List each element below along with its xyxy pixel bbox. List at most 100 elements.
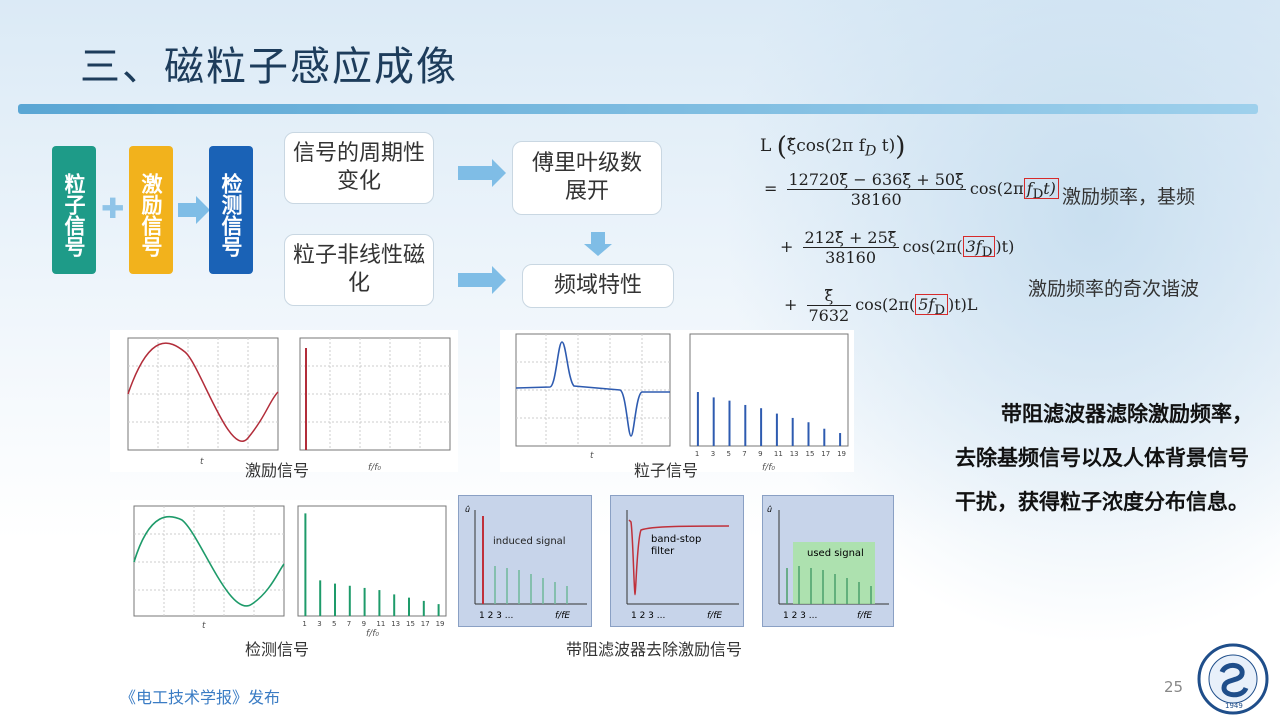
arrow-right-icon (458, 159, 506, 187)
particle-signal-box: 粒子信号 (52, 146, 96, 274)
time-axis-label: t (590, 451, 594, 461)
excitation-charts-svg: t f/f₀ (127, 337, 451, 473)
frequency-text: 频域特性 (553, 273, 642, 298)
freq-axis-label: f/f₀ (368, 463, 381, 472)
arrow-right-icon (458, 266, 506, 294)
nonlinear-box: 粒子非线性磁化 (284, 234, 434, 306)
eq-l3-f: 3f (965, 237, 982, 256)
time-grid (134, 506, 284, 616)
spectrum-tick-label: 1 (695, 450, 699, 458)
used-signal-label: used signal (807, 548, 864, 559)
band-stop-curve (628, 519, 730, 596)
eq-l2-f: f (1026, 179, 1033, 198)
eq-l2-highlight: fDt) (1023, 178, 1059, 203)
excitation-caption: 激励信号 (245, 461, 310, 480)
fundamental-note: 激励频率，基频 (1062, 186, 1196, 208)
spectrum-tick-label: 3 (317, 620, 321, 628)
filter-caption: 带阻滤波器去除激励信号 (566, 640, 743, 659)
eq-l4-denominator: 7632 (808, 306, 850, 325)
spectrum-tick-label: 7 (347, 620, 351, 628)
induced-signal-label: induced signal (493, 536, 566, 547)
plus-icon: ✚ (101, 192, 125, 225)
spectrum-axes-frame (297, 505, 447, 617)
periodic-change-box: 信号的周期性变化 (284, 132, 434, 204)
spectrum-tick-label: 19 (436, 620, 445, 628)
eq-l1-suffix: t) (876, 136, 896, 156)
eq-l2-t: t) (1043, 179, 1056, 198)
arrow-right-icon (178, 196, 210, 224)
time-grid (128, 338, 278, 450)
fourier-box: 傅里叶级数展开 (512, 141, 662, 215)
logo-icon: 1949 (1197, 643, 1269, 715)
filter-x-label: f/fE (707, 611, 722, 621)
eq-l2-cos: cos(2π (969, 179, 1024, 198)
arrow-down-icon (584, 232, 612, 256)
spectrum-tick-label: 15 (406, 620, 415, 628)
particle-response-wave (515, 341, 670, 437)
fourier-text: 傅里叶级数展开 (531, 151, 642, 204)
spectrum-tick-label: 9 (362, 620, 366, 628)
time-grid (516, 334, 670, 446)
filter-y-label: û (465, 504, 470, 514)
used-signal-svg: û used signal 1 2 3 ... f/fE (767, 504, 889, 621)
filter-y-label: û (767, 504, 772, 514)
detection-caption: 检测信号 (245, 640, 310, 659)
detection-wave (133, 515, 285, 607)
time-axes-frame (127, 337, 279, 451)
periodic-change-text: 信号的周期性变化 (293, 141, 426, 194)
used-band-highlight (793, 542, 875, 604)
eq-l2-numerator: 12720ξ̃ − 636ξ̃ + 50ξ̃ (786, 170, 966, 190)
harmonics-note: 激励频率的奇次谐波 (1028, 278, 1200, 300)
spectrum-tick-label: 17 (421, 620, 430, 628)
eq-l2-sub: D (1032, 187, 1044, 203)
used-signal-panel: û used signal 1 2 3 ... f/fE (762, 495, 894, 627)
filter-x-label: f/fE (555, 611, 570, 621)
eq-l4-highlight: 5fD (915, 294, 948, 319)
used-harmonic-lines (786, 566, 872, 604)
logo-year: 1949 (1225, 702, 1243, 710)
eq-l2-denominator: 38160 (850, 190, 902, 209)
particle-signal-label: 粒子信号 (62, 173, 86, 257)
eq-l3-t: )t) (995, 237, 1015, 256)
excitation-sine-wave (127, 342, 279, 442)
filter-ticks: 1 2 3 ... (783, 611, 817, 621)
eq-l1-sub: D (865, 143, 877, 160)
spectrum-tick-label: 11 (376, 620, 385, 628)
spectrum-tick-label: 3 (711, 450, 715, 458)
induced-signal-svg: û induced signal 1 2 3 ... f/fE (465, 504, 587, 621)
description-paragraph: 带阻滤波器滤除激励频率，去除基频信号以及人体背景信号干扰，获得粒子浓度分布信息。 (955, 402, 1253, 514)
spectrum-tick-label: 17 (821, 450, 830, 458)
eq-l3-numerator: 212ξ̃ + 25ξ̃ (802, 228, 899, 248)
description-text: 带阻滤波器滤除激励频率，去除基频信号以及人体背景信号干扰，获得粒子浓度分布信息。 (955, 392, 1255, 524)
freq-axis-label: f/f₀ (366, 629, 379, 638)
detection-signal-label: 检测信号 (219, 173, 243, 257)
university-logo: 1949 (1196, 642, 1270, 716)
eq-l-symbol: L (760, 136, 772, 156)
eq-l4-sub: D (934, 303, 945, 319)
page-number: 25 (1164, 678, 1184, 696)
slide-title: 三、磁粒子感应成像 (80, 44, 458, 90)
spectrum-axes-frame (299, 337, 451, 451)
eq-l4-numerator: ξ̃ (806, 286, 852, 306)
title-underline-bar (18, 104, 1258, 114)
freq-axis-label: f/f₀ (762, 463, 775, 472)
detection-signal-box: 检测信号 (209, 146, 253, 274)
spectrum-tick-label: 9 (758, 450, 762, 458)
spectrum-tick-label: 7 (742, 450, 746, 458)
spectrum-tick-label: 13 (790, 450, 799, 458)
filter-x-label: f/fE (857, 611, 872, 621)
eq-l4-cos: cos(2π( (855, 295, 916, 314)
particle-caption: 粒子信号 (634, 461, 699, 480)
harmonic-lines (494, 566, 568, 604)
spectrum-tick-label: 5 (332, 620, 336, 628)
spectrum-tick-label: 11 (774, 450, 783, 458)
eq-l4-t: )t)L (948, 295, 978, 314)
spectrum-tick-label: 1 (302, 620, 306, 628)
eq-l3-denominator: 38160 (825, 248, 876, 267)
spectrum-tick-label: 13 (391, 620, 400, 628)
